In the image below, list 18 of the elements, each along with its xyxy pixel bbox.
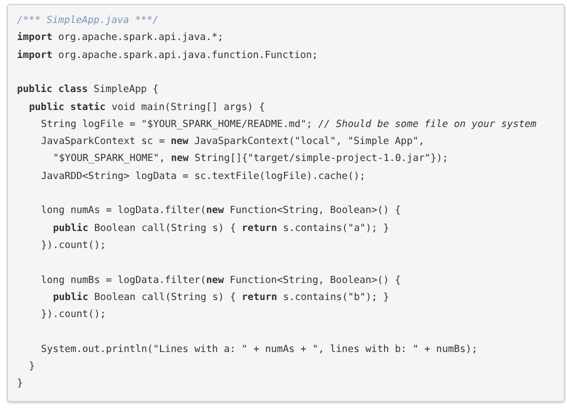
code-line: "$YOUR_SPARK_HOME", new String[]{"target/simple-project-1.0.jar"}); [53,152,448,166]
code-line: long numBs = logData.filter(new Function<String, Boolean>() { [41,274,401,286]
code-line: } [29,360,35,373]
code-line: }).count(); [41,308,106,322]
code-line: System.out.println("Lines with a: " + numAs + ", lines with b: " + numBs); [41,342,478,356]
code-line: public Boolean call(String s) { return s.contains("b"); } [53,290,390,304]
code-line: long numAs = logData.filter(new Function<String, Boolean>() { [41,204,401,218]
code-line: }).count(); [41,238,106,252]
code-line: } [17,377,23,390]
code-comment: /*** SimpleApp.java ***/ [17,14,159,27]
code-line: public class SimpleApp { [17,83,159,96]
code-line: import org.apache.spark.api.java.function.Function; [17,48,318,62]
code-line: JavaRDD<String> logData = sc.textFile(logFile).cache(); [41,170,366,183]
code-line: public static void main(String[] args) { [29,100,265,114]
code-line: import org.apache.spark.api.java.*; [17,31,224,44]
code-line: public Boolean call(String s) { return s.contains("a"); } [53,222,390,235]
code-line: JavaSparkContext sc = new JavaSparkContext("local", "Simple App", [41,135,424,148]
code-line: String logFile = "$YOUR_SPARK_HOME/README.md"; // Should be some file on your system [41,118,536,131]
